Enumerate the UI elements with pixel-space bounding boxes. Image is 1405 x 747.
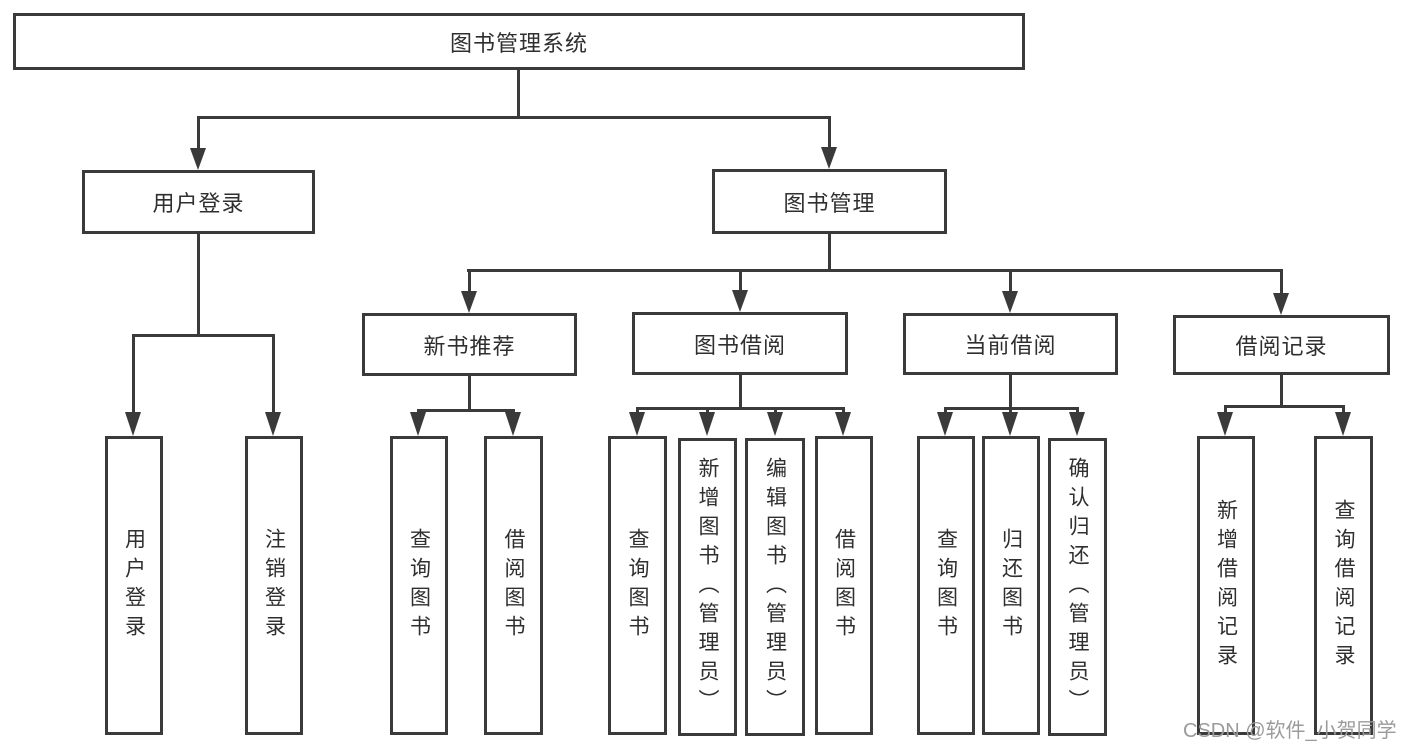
leaf-recommend-query-book: 查询图书 (390, 436, 448, 735)
arrowhead-down-icon (767, 412, 783, 436)
leaf-borrow-add-book-admin: 新增图书（管理员） (678, 438, 737, 736)
arrowhead-down-icon (1217, 412, 1233, 436)
connector-hline (417, 409, 515, 412)
watermark: CSDN @软件_小贺同学 (1183, 720, 1397, 742)
connector-vline (468, 269, 471, 291)
leaf-user-login: 用户登录 (105, 436, 163, 735)
connector-vline (1280, 269, 1283, 293)
connector-vline (774, 407, 777, 415)
connector-vline (197, 234, 200, 336)
arrowhead-down-icon (732, 290, 748, 312)
leaf-recommend-borrow-book: 借阅图书 (484, 436, 543, 735)
leaf-record-query-borrow-record: 查询借阅记录 (1314, 436, 1373, 735)
connector-vline (272, 334, 275, 412)
arrowhead-down-icon (1002, 412, 1018, 436)
arrowhead-down-icon (265, 412, 281, 436)
node-root: 图书管理系统 (13, 13, 1025, 70)
leaf-borrow-borrow-book: 借阅图书 (815, 436, 873, 735)
node-book-management: 图书管理 (712, 169, 947, 234)
arrowhead-down-icon (1335, 412, 1351, 436)
arrowhead-down-icon (1273, 293, 1289, 315)
connector-vline (1076, 407, 1079, 415)
arrowhead-down-icon (505, 412, 521, 436)
node-user-login: 用户登录 (82, 170, 315, 234)
node-borrow-record: 借阅记录 (1173, 315, 1390, 375)
connector-vline (1009, 375, 1012, 409)
connector-vline (636, 407, 639, 415)
arrowhead-down-icon (1002, 291, 1018, 313)
arrowhead-down-icon (1069, 412, 1085, 436)
connector-hline (467, 269, 1282, 272)
arrowhead-down-icon (937, 412, 953, 436)
connector-vline (132, 334, 135, 412)
connector-vline (1009, 269, 1012, 291)
connector-vline (706, 407, 709, 415)
arrowhead-down-icon (629, 412, 645, 436)
connector-vline (1342, 405, 1345, 415)
connector-hline (636, 407, 845, 410)
connector-vline (197, 116, 200, 149)
connector-vline (1009, 407, 1012, 415)
node-current-borrow: 当前借阅 (903, 313, 1118, 375)
connector-hline (1224, 405, 1345, 408)
leaf-current-return-book: 归还图书 (982, 436, 1040, 735)
connector-vline (828, 234, 831, 271)
arrowhead-down-icon (699, 412, 715, 436)
connector-hline (197, 116, 830, 119)
arrowhead-down-icon (410, 412, 426, 436)
arrowhead-down-icon (125, 412, 141, 436)
arrowhead-down-icon (821, 147, 837, 169)
arrowhead-down-icon (461, 291, 477, 313)
leaf-borrow-edit-book-admin: 编辑图书（管理员） (745, 438, 805, 736)
connector-vline (842, 407, 845, 415)
connector-hline (132, 334, 274, 337)
node-new-book-recommend: 新书推荐 (362, 313, 577, 376)
arrowhead-down-icon (835, 412, 851, 436)
node-book-borrow: 图书借阅 (632, 312, 848, 375)
connector-vline (944, 407, 947, 415)
connector-vline (828, 116, 831, 148)
connector-vline (739, 375, 742, 409)
connector-vline (1224, 405, 1227, 415)
leaf-record-add-borrow-record: 新增借阅记录 (1197, 436, 1255, 735)
connector-vline (517, 70, 520, 118)
leaf-current-confirm-return-admin: 确认归还（管理员） (1048, 438, 1107, 736)
connector-vline (468, 376, 471, 411)
leaf-borrow-query-book: 查询图书 (608, 436, 667, 735)
connector-vline (739, 269, 742, 291)
leaf-current-query-book: 查询图书 (917, 436, 975, 735)
arrowhead-down-icon (190, 148, 206, 170)
connector-vline (1280, 375, 1283, 407)
leaf-logout-login: 注销登录 (245, 436, 303, 735)
